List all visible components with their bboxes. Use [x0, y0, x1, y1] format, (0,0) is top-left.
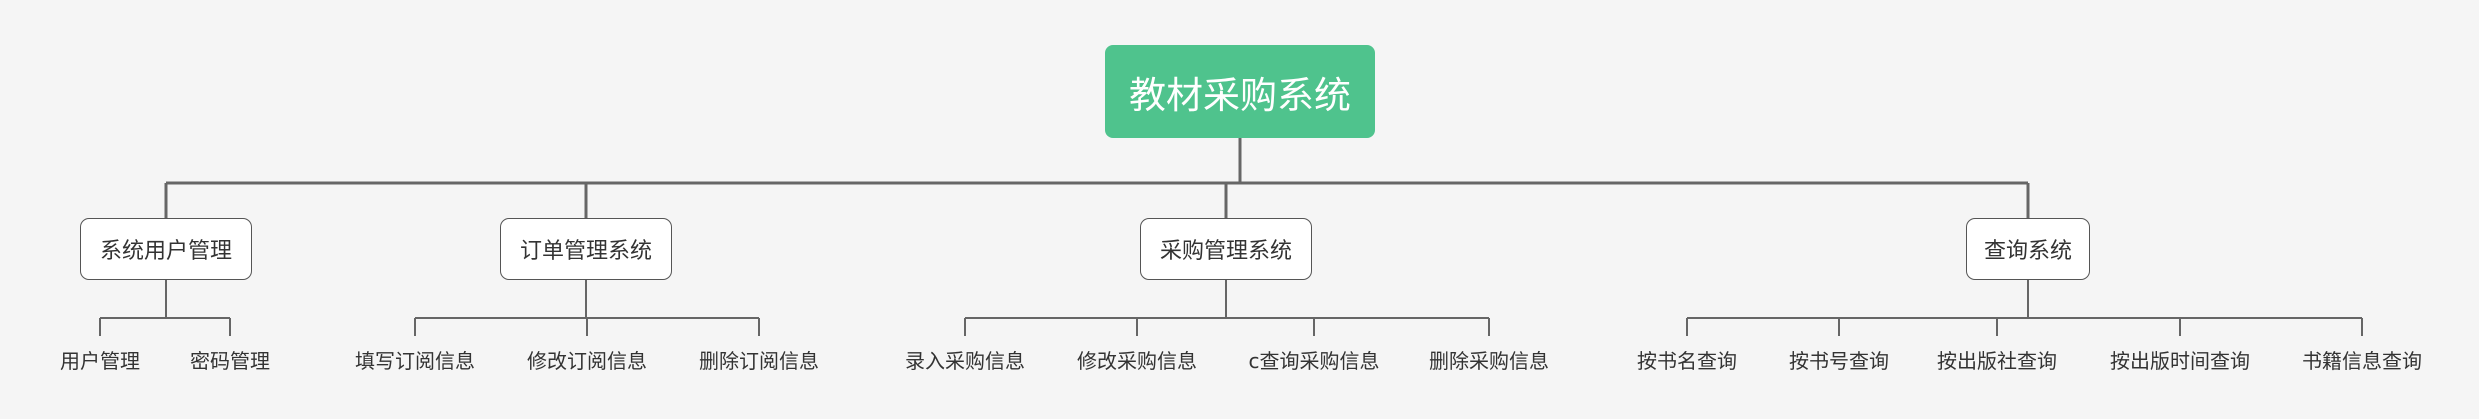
category-node-purchase-management[interactable]: 采购管理系统	[1140, 218, 1312, 280]
root-node[interactable]: 教材采购系统	[1105, 45, 1375, 138]
leaf-node-password-admin[interactable]: 密码管理	[190, 348, 270, 373]
category-node-order-management[interactable]: 订单管理系统	[500, 218, 672, 280]
leaf-node-query-purchase[interactable]: c查询采购信息	[1248, 348, 1380, 373]
leaf-node-edit-purchase[interactable]: 修改采购信息	[1077, 348, 1197, 373]
leaf-node-edit-subscription[interactable]: 修改订阅信息	[527, 348, 647, 373]
leaf-node-book-info-query[interactable]: 书籍信息查询	[2302, 348, 2422, 373]
leaf-node-query-by-isbn[interactable]: 按书号查询	[1789, 348, 1889, 373]
category-node-user-management[interactable]: 系统用户管理	[80, 218, 252, 280]
leaf-node-enter-purchase[interactable]: 录入采购信息	[905, 348, 1025, 373]
leaf-node-query-by-publisher[interactable]: 按出版社查询	[1937, 348, 2057, 373]
category-connectors	[99, 280, 2363, 336]
leaf-node-query-by-publish-date[interactable]: 按出版时间查询	[2110, 348, 2250, 373]
category-node-query-system[interactable]: 查询系统	[1966, 218, 2090, 280]
leaf-node-fill-subscription[interactable]: 填写订阅信息	[355, 348, 475, 373]
leaf-node-user-admin[interactable]: 用户管理	[60, 348, 140, 373]
leaf-node-delete-purchase[interactable]: 删除采购信息	[1429, 348, 1549, 373]
leaf-node-query-by-title[interactable]: 按书名查询	[1637, 348, 1737, 373]
leaf-node-delete-subscription[interactable]: 删除订阅信息	[699, 348, 819, 373]
root-connectors	[164, 138, 2030, 218]
